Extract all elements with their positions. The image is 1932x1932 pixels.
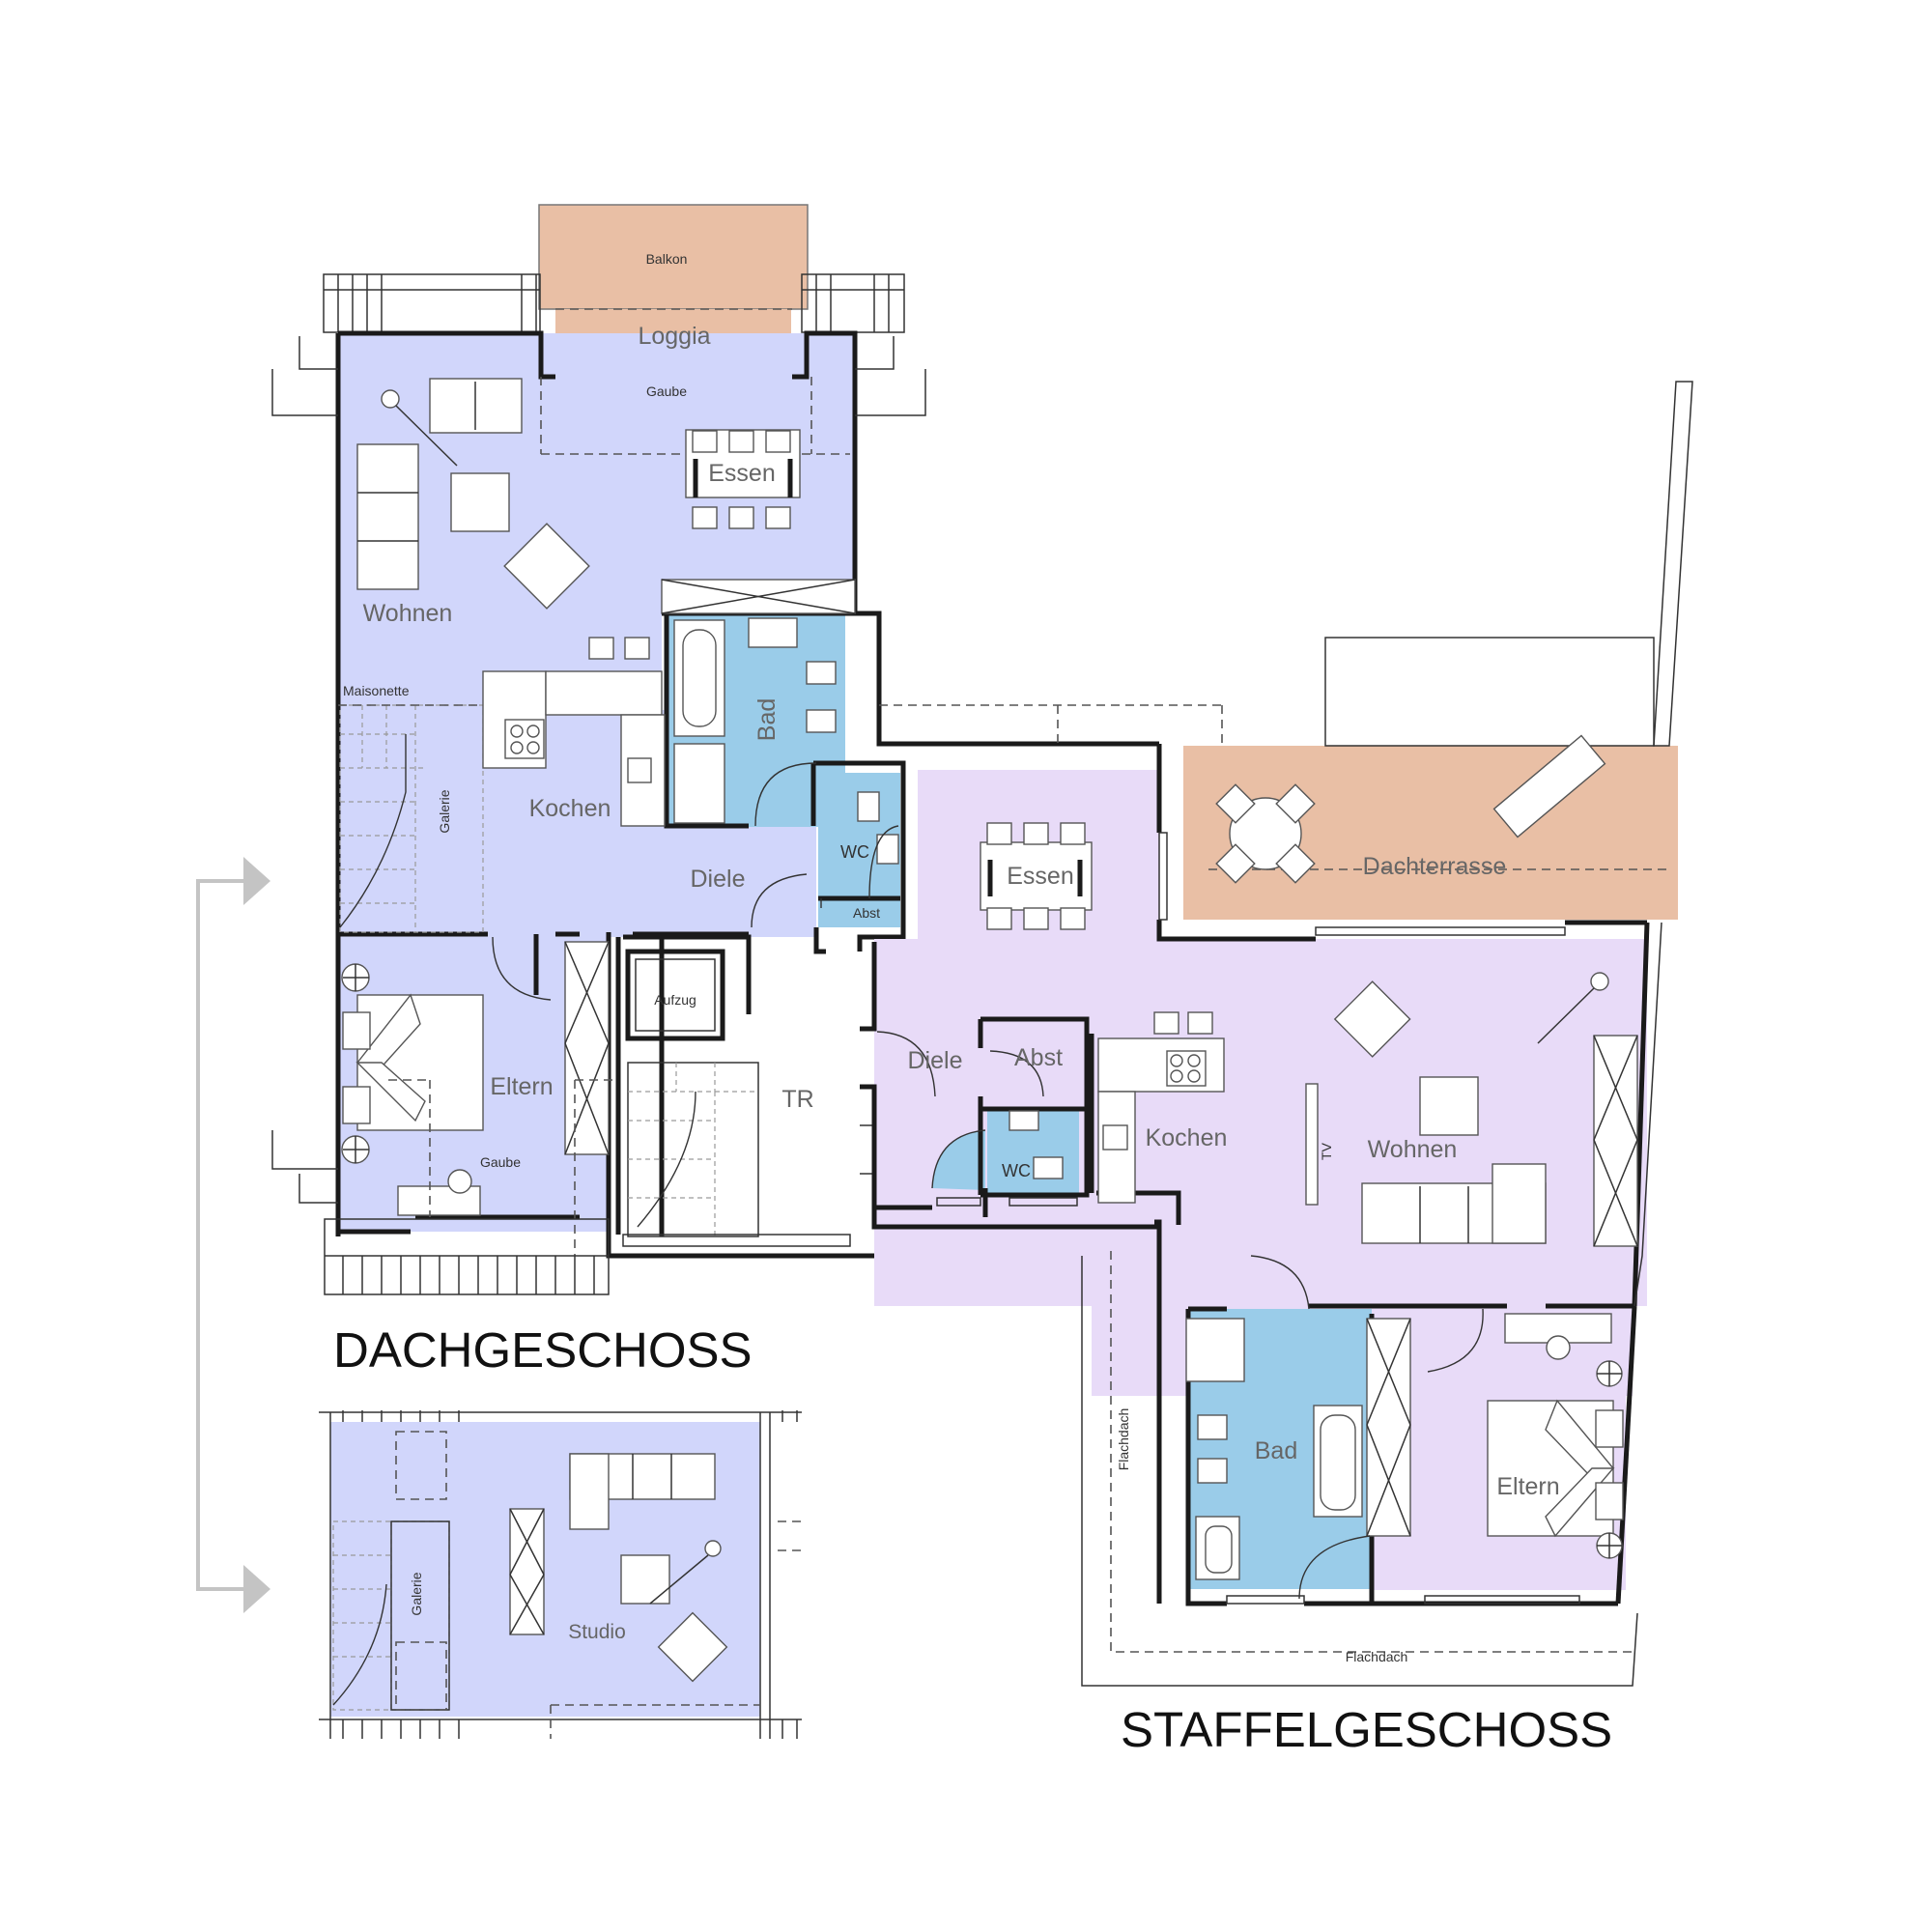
label-gaube-bottom: Gaube: [480, 1154, 521, 1170]
roof-edge-bottom: [324, 1218, 610, 1295]
label-wohnen-dg: Wohnen: [363, 600, 453, 627]
studio-stair: [332, 1520, 450, 1711]
label-studio: Studio: [568, 1621, 626, 1643]
label-eltern-sg: Eltern: [1496, 1473, 1559, 1500]
label-galerie-studio: Galerie: [409, 1572, 424, 1615]
label-bad-sg: Bad: [1255, 1437, 1297, 1464]
kochen-sg-furniture: [1097, 1011, 1225, 1204]
label-diele-dg: Diele: [691, 866, 746, 893]
label-essen-dg: Essen: [708, 460, 775, 487]
label-flachdach-side: Flachdach: [1116, 1408, 1131, 1471]
label-galerie-dg: Galerie: [437, 789, 452, 833]
level-connector-arrow: [196, 857, 270, 1613]
bad-dg-fixtures: [673, 617, 899, 865]
label-wc-dg: WC: [840, 842, 869, 862]
label-dachterrasse: Dachterrasse: [1363, 853, 1507, 880]
label-diele-sg: Diele: [908, 1047, 963, 1074]
label-essen-sg: Essen: [1007, 863, 1073, 890]
label-tv: TV: [1319, 1142, 1334, 1160]
treppenhaus: [627, 1062, 759, 1237]
room-labels: Balkon Loggia Gaube Essen Wohnen Maisone…: [343, 251, 1560, 1664]
label-wohnen-sg: Wohnen: [1368, 1136, 1458, 1163]
studio-plan: [319, 1410, 804, 1739]
title-staffelgeschoss: STAFFELGESCHOSS: [1121, 1702, 1612, 1757]
galerie-stair-dg: [338, 704, 484, 933]
wohnen-sg-furniture: [1305, 972, 1638, 1247]
label-wc-sg: WC: [1002, 1161, 1031, 1180]
label-loggia: Loggia: [638, 323, 710, 350]
eltern-sg-furniture: [1487, 1313, 1624, 1559]
label-bad-dg: Bad: [753, 698, 781, 741]
staffelgeschoss-plan: [860, 381, 1693, 1687]
studio-roof-edge: [319, 1410, 802, 1739]
essen-sg-furniture: [980, 822, 1093, 930]
wohnen-dg-furniture: [356, 378, 801, 610]
label-eltern-dg: Eltern: [490, 1073, 553, 1100]
kochen-dg-furniture: [482, 637, 666, 827]
label-gaube-top: Gaube: [646, 384, 687, 399]
title-dachgeschoss: DACHGESCHOSS: [333, 1322, 753, 1378]
floor-titles: DACHGESCHOSS STAFFELGESCHOSS: [333, 1322, 1612, 1757]
label-flachdach-bottom: Flachdach: [1346, 1649, 1408, 1664]
balkon-area: [538, 204, 809, 310]
label-balkon: Balkon: [646, 251, 688, 267]
label-maisonette: Maisonette: [343, 683, 410, 698]
studio-furniture: [509, 1453, 728, 1683]
label-abst-sg: Abst: [1014, 1044, 1063, 1071]
dachgeschoss-plan: [271, 204, 926, 1295]
bad-sg-fixtures: [1185, 1255, 1484, 1600]
dachterrasse-furniture: [1215, 734, 1606, 884]
label-kochen-sg: Kochen: [1146, 1124, 1228, 1151]
aufzug-shaft: [625, 949, 725, 1041]
label-kochen-dg: Kochen: [529, 795, 611, 822]
eltern-dg-furniture: [341, 941, 618, 1256]
label-aufzug: Aufzug: [654, 992, 696, 1008]
label-tr: TR: [781, 1086, 813, 1113]
wc-sg-fixtures: [876, 1031, 1064, 1189]
label-abst-dg: Abst: [853, 905, 880, 921]
